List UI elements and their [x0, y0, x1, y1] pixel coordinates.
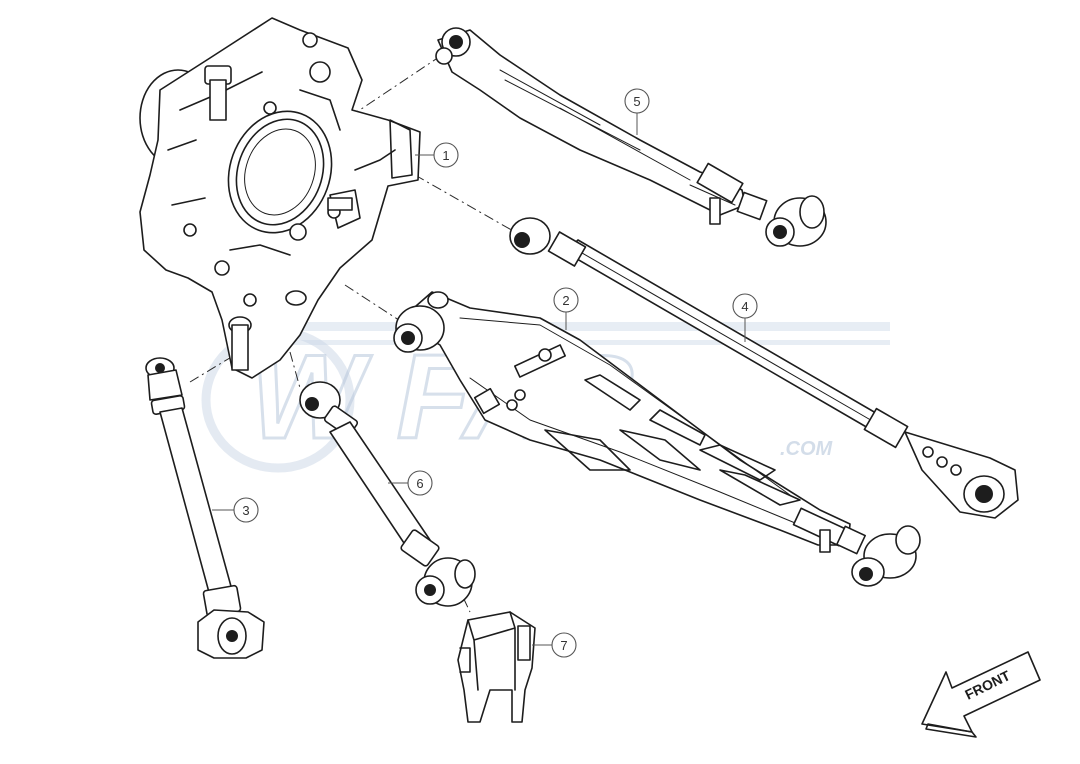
callout-7: 7 — [532, 632, 577, 658]
callout-label-3: 3 — [242, 503, 249, 518]
part-vertical-link — [145, 357, 265, 659]
callout-1: 1 — [415, 142, 459, 168]
front-arrow-shape — [921, 651, 1041, 733]
callout-circle-4 — [732, 293, 758, 319]
part-diagonal-link — [299, 381, 476, 607]
callout-label-1: 1 — [442, 148, 449, 163]
callout-circle-5 — [624, 88, 650, 114]
callout-3: 3 — [212, 497, 259, 523]
callout-circle-1 — [433, 142, 459, 168]
part-upper-link — [435, 27, 827, 247]
callout-label-2: 2 — [562, 293, 569, 308]
part-knuckle — [139, 17, 421, 379]
callout-4: 4 — [732, 293, 758, 342]
callout-label-7: 7 — [560, 638, 567, 653]
callout-label-6: 6 — [416, 476, 423, 491]
callout-circle-2 — [553, 287, 579, 313]
part-lower-arm — [393, 291, 921, 587]
callout-6: 6 — [388, 470, 433, 496]
callout-label-4: 4 — [741, 299, 748, 314]
watermark-stripe-top — [245, 322, 890, 331]
part-toe-rod — [509, 217, 1019, 519]
front-arrow: FRONT — [921, 651, 1041, 738]
callout-circle-7 — [551, 632, 577, 658]
callout-2: 2 — [553, 287, 579, 330]
callout-circle-3 — [233, 497, 259, 523]
part-bracket — [457, 611, 536, 723]
callout-circle-6 — [407, 470, 433, 496]
watermark-suffix: .COM — [780, 438, 834, 460]
callout-label-5: 5 — [633, 94, 640, 109]
callout-5: 5 — [624, 88, 650, 135]
